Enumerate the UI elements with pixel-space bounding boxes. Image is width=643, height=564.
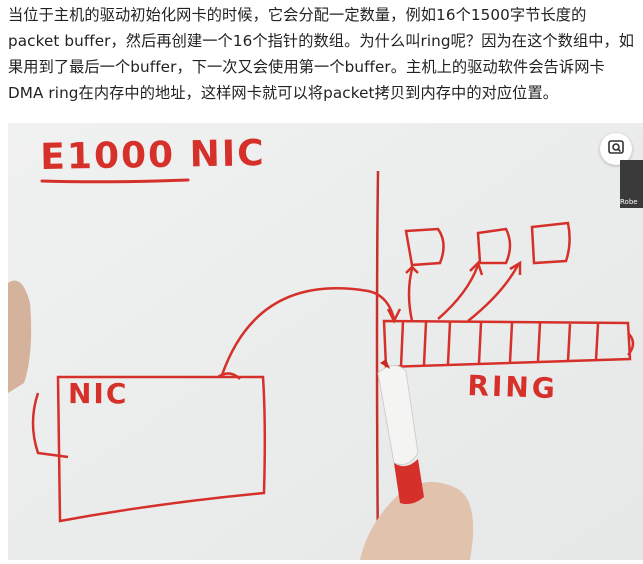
divider-line [375, 170, 380, 560]
nic-to-ring-arrow [220, 287, 396, 376]
article-paragraph: 当位于主机的驱动初始化网卡的时候，它会分配一定数量，例如16个1500字节长度的… [8, 6, 635, 102]
whiteboard-ring-label: RING [466, 369, 559, 406]
presenter-name: Robe [620, 198, 638, 206]
nic-box [56, 375, 267, 523]
camera-search-icon [607, 138, 625, 160]
whiteboard-drawing [8, 123, 643, 560]
right-hand [360, 481, 474, 560]
article-text: 当位于主机的驱动初始化网卡的时候，它会分配一定数量，例如16个1500字节长度的… [0, 0, 643, 120]
presenter-thumbnail: Robe [620, 160, 643, 208]
title-underline [40, 178, 190, 184]
nic-bracket [31, 392, 69, 459]
whiteboard-title: E1000 NIC [40, 133, 266, 178]
camera-search-button[interactable] [600, 133, 632, 165]
left-hand [8, 280, 32, 393]
whiteboard-nic-label: NIC [68, 377, 129, 410]
lecture-video-frame[interactable]: E1000 NIC NIC RING [8, 123, 643, 560]
ring-array [382, 319, 632, 369]
packet-buffers [404, 221, 571, 267]
